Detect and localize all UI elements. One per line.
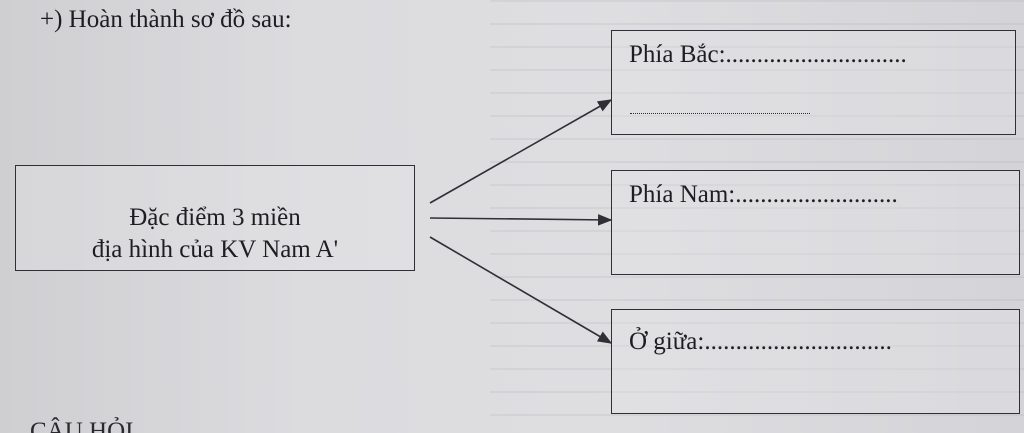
arrow-to-north [429,99,613,204]
instruction-text: +) Hoàn thành sơ đồ sau: [40,6,292,33]
cut-off-heading: CÂU HỎI [30,418,134,433]
north-dotted-line [630,113,810,114]
center-line-2: địa hình của KV Nam A' [91,236,339,263]
arrow-to-south [429,214,613,226]
center-concept-text: Đặc điểm 3 miền địa hình của KV Nam A' [16,202,414,266]
center-concept-box: Đặc điểm 3 miền địa hình của KV Nam A' [15,165,415,271]
south-answer-box[interactable]: Phía Nam:.......................... [611,170,1020,275]
north-answer-box[interactable]: Phía Bắc:............................. [611,30,1016,135]
center-line-1: Đặc điểm 3 miền [129,204,301,231]
middle-answer-box[interactable]: Ở giữa:.............................. [611,309,1020,414]
south-label: Phía Nam:.......................... [629,181,898,208]
middle-label: Ở giữa:.............................. [629,328,892,355]
north-label: Phía Bắc:............................. [629,41,907,68]
arrow-to-middle [429,236,613,344]
